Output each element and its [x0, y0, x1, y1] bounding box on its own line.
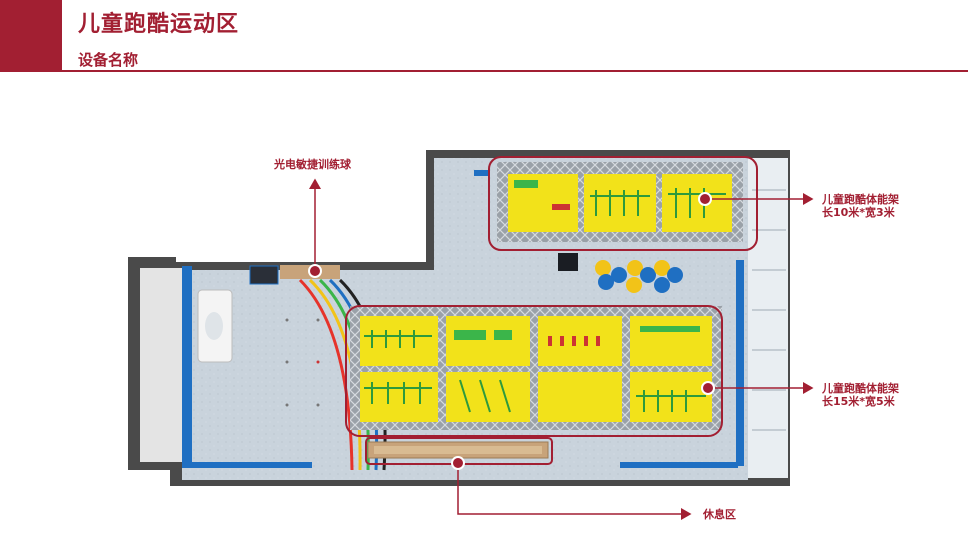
stepping-discs [558, 253, 683, 293]
highlight-frame-small [488, 156, 758, 251]
parkour-frame-small [497, 162, 743, 242]
callout-frame-small-leader [698, 192, 814, 206]
header-accent-block [0, 0, 62, 72]
highlight-frame-large [345, 305, 723, 437]
parkour-frame-large [350, 306, 722, 430]
header-divider [62, 70, 968, 72]
page-title: 儿童跑酷运动区 [78, 12, 240, 37]
rest-area-bench [367, 441, 549, 459]
control-panel [249, 265, 279, 285]
label-frame-large-size: 长15米*宽5米 [822, 395, 895, 408]
label-frame-small-size: 长10米*宽3米 [822, 206, 895, 219]
floor-markers [285, 318, 320, 407]
callout-rest-area-leader [451, 456, 692, 520]
label-rest-area: 休息区 [703, 508, 736, 521]
sink-counter [197, 289, 233, 363]
callout-frame-large-leader [701, 381, 814, 395]
label-frame-large-name: 儿童跑酷体能架 [822, 382, 899, 395]
callout-ball-leader [308, 178, 322, 278]
blue-wall-trim [182, 170, 744, 468]
section-subtitle: 设备名称 [78, 51, 139, 69]
label-frame-small-name: 儿童跑酷体能架 [822, 193, 899, 206]
label-light-agility-ball: 光电敏捷训练球 [274, 158, 351, 171]
